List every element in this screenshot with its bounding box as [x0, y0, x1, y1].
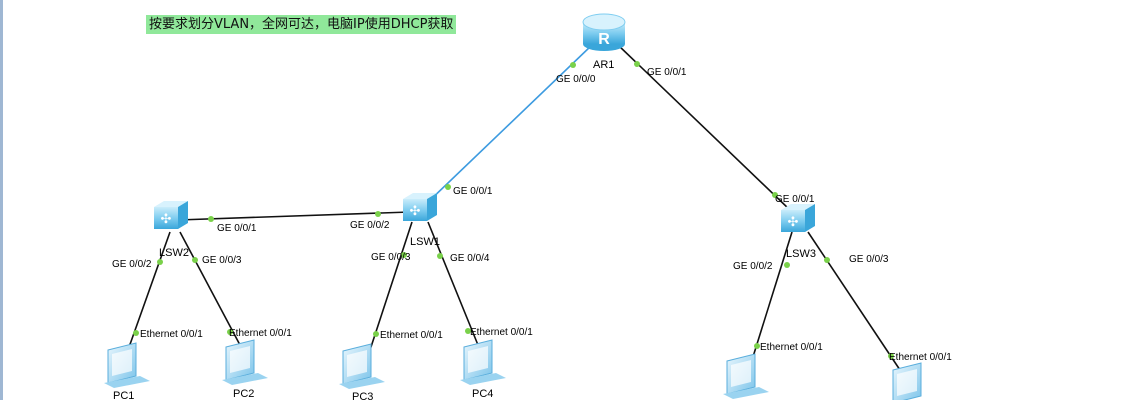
port-label: GE 0/0/3 — [849, 254, 889, 265]
switch-lsw2[interactable]: ✣ LSW2 — [154, 201, 189, 259]
port-label: GE 0/0/1 — [647, 67, 687, 78]
pc-screen — [468, 346, 488, 373]
port-dot — [133, 330, 139, 336]
pc-base — [104, 376, 150, 388]
pc-pc5[interactable] — [723, 353, 769, 399]
port-dot — [208, 216, 214, 222]
switch-label: LSW3 — [786, 248, 816, 260]
pc-label: PC2 — [233, 388, 254, 400]
switch-icon — [154, 201, 188, 207]
port-label: GE 0/0/1 — [453, 186, 493, 197]
switch-icon — [781, 204, 815, 210]
port-dot — [373, 331, 379, 337]
pc-base — [460, 373, 506, 385]
switch-body — [781, 210, 805, 232]
link-lsw2-pc2[interactable] — [179, 231, 241, 346]
port-label: GE 0/0/2 — [112, 259, 152, 270]
pc-base — [339, 377, 385, 389]
pc-pc1[interactable]: PC1 — [104, 342, 150, 400]
port-label: Ethernet 0/0/1 — [380, 330, 443, 341]
port-dot — [754, 343, 760, 349]
router-ar1[interactable]: R AR1 — [582, 13, 626, 71]
pc-label: PC3 — [352, 391, 373, 400]
port-label: GE 0/0/2 — [350, 220, 390, 231]
link-lsw2-lsw1[interactable] — [177, 211, 411, 221]
port-label: GE 0/0/0 — [556, 74, 596, 85]
switch-glyph: ✣ — [161, 212, 172, 227]
router-label: AR1 — [593, 59, 614, 71]
port-label: Ethernet 0/0/1 — [889, 352, 952, 363]
port-dot — [634, 61, 640, 67]
pc-label: PC4 — [472, 388, 493, 400]
port-label: GE 0/0/1 — [217, 223, 257, 234]
port-dot — [437, 253, 443, 259]
port-label: Ethernet 0/0/1 — [140, 329, 203, 340]
switch-lsw1[interactable]: ✣ LSW1 — [403, 193, 440, 248]
pc-screen — [897, 369, 917, 396]
port-label: GE 0/0/3 — [202, 255, 242, 266]
port-dot — [157, 259, 163, 265]
pc-pc3[interactable]: PC3 — [339, 343, 385, 400]
port-dot — [192, 257, 198, 263]
pc-pc2[interactable]: PC2 — [222, 339, 268, 400]
window-border — [0, 0, 3, 400]
port-labels: GE 0/0/0 GE 0/0/1 GE 0/0/1 GE 0/0/2 GE 0… — [112, 67, 952, 363]
link-ar1-lsw3[interactable] — [617, 44, 791, 211]
port-label: GE 0/0/1 — [775, 194, 815, 205]
pc-label: PC1 — [113, 390, 134, 400]
switch-glyph: ✣ — [788, 215, 799, 230]
port-dot — [784, 262, 790, 268]
switch-side — [805, 204, 815, 232]
switch-icon — [403, 193, 437, 199]
port-dot — [445, 184, 451, 190]
port-dot — [375, 211, 381, 217]
pc-screen — [112, 349, 132, 376]
port-dot — [401, 252, 407, 258]
port-label: GE 0/0/4 — [450, 253, 490, 264]
pc-pc6[interactable] — [892, 362, 922, 400]
port-dot — [772, 192, 778, 198]
topology-note[interactable]: 按要求划分VLAN，全网可达，电脑IP使用DHCP获取 — [146, 15, 457, 34]
router-top — [582, 13, 626, 31]
port-dots — [133, 61, 894, 359]
port-label: Ethernet 0/0/1 — [229, 328, 292, 339]
switch-label: LSW2 — [159, 247, 189, 259]
pc-base — [723, 387, 769, 399]
pc-screen — [230, 346, 250, 373]
link-lsw1-pc3[interactable] — [369, 221, 413, 351]
switch-side — [178, 201, 188, 229]
pc-base — [222, 373, 268, 385]
link-ar1-lsw1[interactable] — [424, 44, 593, 206]
switch-glyph: ✣ — [410, 204, 421, 219]
links — [127, 44, 901, 371]
port-dot — [824, 257, 830, 263]
pc-screen — [347, 350, 367, 377]
port-label: GE 0/0/3 — [371, 252, 411, 263]
link-lsw3-pc6[interactable] — [807, 231, 901, 371]
link-lsw3-pc5[interactable] — [751, 231, 793, 361]
port-dot — [465, 328, 471, 334]
pc-pc4[interactable]: PC4 — [460, 339, 506, 400]
port-dot — [888, 353, 894, 359]
switch-body — [154, 207, 178, 229]
port-dot — [570, 62, 576, 68]
port-label: GE 0/0/2 — [733, 261, 773, 272]
port-label: Ethernet 0/0/1 — [470, 327, 533, 338]
switch-label: LSW1 — [410, 236, 440, 248]
switch-lsw3[interactable]: ✣ LSW3 — [781, 204, 816, 260]
pc-screen — [731, 360, 751, 387]
switch-side — [427, 193, 437, 221]
port-label: Ethernet 0/0/1 — [760, 342, 823, 353]
link-lsw1-pc4[interactable] — [427, 221, 479, 346]
router-letter: R — [598, 31, 610, 48]
port-dot — [227, 329, 233, 335]
switch-body — [403, 199, 427, 221]
